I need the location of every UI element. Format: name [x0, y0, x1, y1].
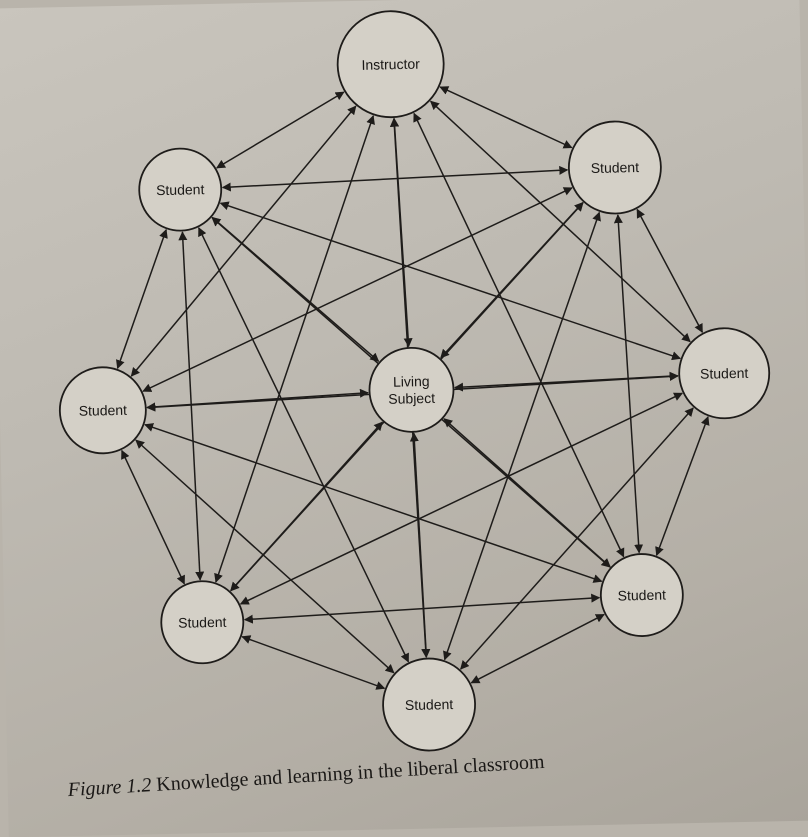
double-arrow-student-left-to-student-lower-left — [121, 449, 185, 585]
double-arrow-instructor-to-student-right — [429, 100, 691, 343]
node-circle — [567, 120, 662, 215]
node-layer: InstructorStudentStudentStudentLivingSub… — [58, 10, 771, 752]
double-arrow-living-subject-to-student-right — [454, 371, 679, 392]
node-student-right: Student — [678, 327, 771, 420]
node-circle — [138, 147, 223, 232]
node-label: Student — [178, 614, 227, 631]
node-label: Living — [393, 373, 430, 390]
node-student-lower-left: Student — [160, 580, 245, 665]
node-circle — [599, 553, 684, 637]
node-label: Student — [156, 181, 205, 198]
double-arrow-student-upper-right-to-student-lower-right — [613, 214, 644, 554]
double-arrow-student-upper-left-to-student-left — [116, 228, 168, 370]
double-arrow-instructor-to-student-upper-left — [216, 91, 345, 169]
node-circle — [336, 10, 445, 119]
double-arrow-student-lower-left-to-student-lower-right — [243, 593, 601, 624]
node-label: Instructor — [361, 56, 420, 73]
node-label: Student — [79, 402, 128, 419]
node-circle — [58, 366, 147, 455]
node-student-left: Student — [58, 366, 147, 455]
double-arrow-student-lower-left-to-student-bottom — [241, 635, 386, 690]
node-student-lower-right: Student — [599, 553, 684, 637]
double-arrow-instructor-to-student-left — [130, 105, 357, 377]
double-arrow-student-left-to-student-lower-right — [144, 423, 603, 583]
double-arrow-student-lower-right-to-student-bottom — [470, 613, 605, 684]
node-student-bottom: Student — [382, 657, 476, 752]
double-arrow-student-upper-left-to-student-upper-right — [221, 165, 569, 192]
node-label: Student — [591, 159, 640, 176]
node-instructor: Instructor — [336, 10, 445, 119]
double-arrow-student-upper-right-to-student-right — [636, 208, 704, 334]
node-label: Student — [618, 587, 667, 604]
node-label: Subject — [388, 390, 435, 407]
node-circle — [160, 580, 245, 665]
node-circle — [382, 657, 476, 752]
double-arrow-living-subject-to-student-lower-right — [443, 418, 611, 568]
double-arrow-student-right-to-student-lower-right — [655, 415, 710, 557]
node-label: Student — [700, 365, 749, 382]
node-student-upper-left: Student — [138, 147, 223, 232]
node-circle — [368, 346, 455, 433]
node-student-upper-right: Student — [567, 120, 662, 215]
double-arrow-student-upper-left-to-student-right — [219, 201, 682, 361]
node-circle — [678, 327, 771, 420]
double-arrow-instructor-to-student-upper-right — [439, 86, 573, 149]
double-arrow-living-subject-to-student-bottom — [409, 432, 431, 658]
node-label: Student — [405, 696, 454, 713]
figure-label: Figure 1.2 — [67, 774, 152, 802]
